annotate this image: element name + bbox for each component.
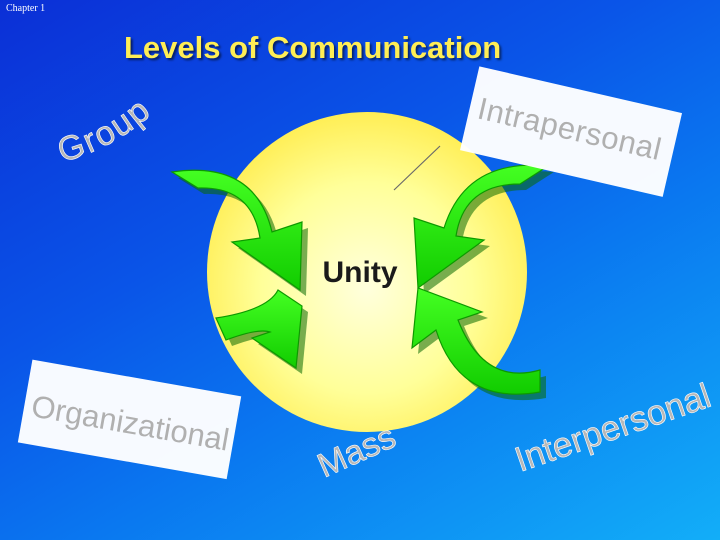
level-group-text: Group <box>53 90 159 170</box>
center-label: Unity <box>323 256 398 289</box>
level-group: Group <box>53 90 159 170</box>
level-organizational: Organizational <box>18 360 241 480</box>
